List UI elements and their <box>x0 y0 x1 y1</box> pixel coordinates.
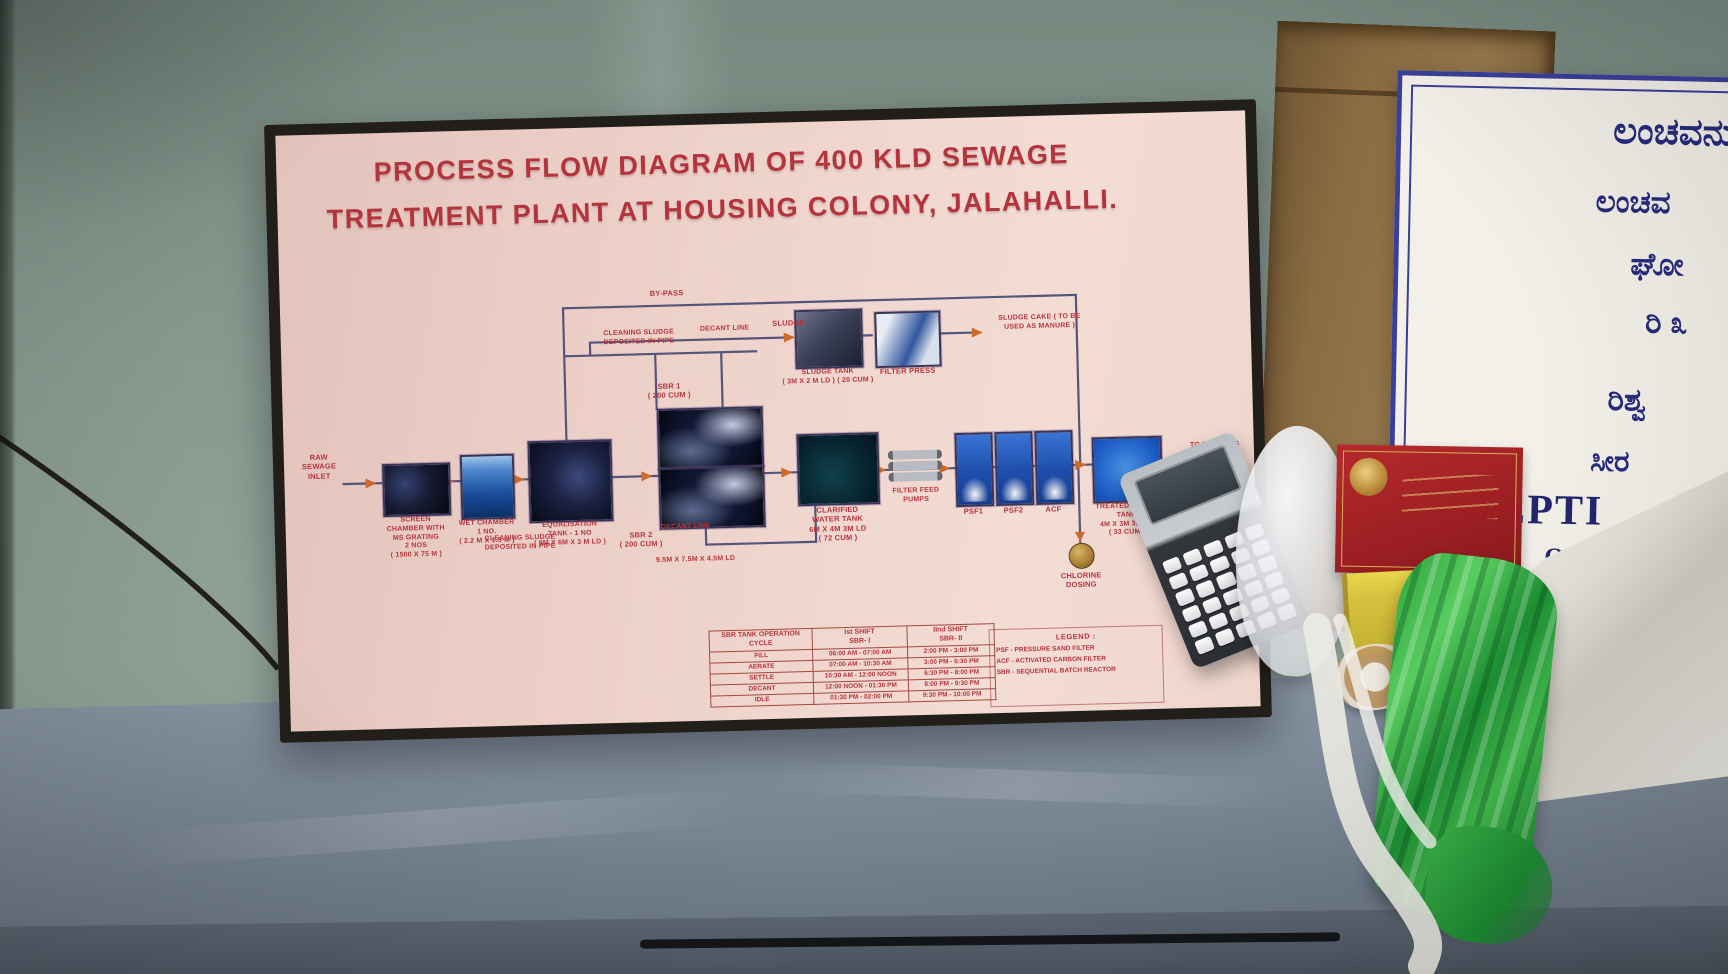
table-cell: 9:30 PM - 10:00 PM <box>908 688 996 703</box>
legend-item: PSF - PRESSURE SAND FILTER <box>995 644 1095 655</box>
chlorine-dosing-label: CHLORINE DOSING <box>1060 570 1102 590</box>
table-cell: 01:30 PM - 02:00 PM <box>813 690 909 705</box>
inlet-label: RAW SEWAGE INLET <box>301 452 337 481</box>
sludge-tank-label: SLUDGE TANK ( 3M X 2 M LD ) ( 20 CUM ) <box>782 367 874 386</box>
wall-left-shadow <box>0 0 16 745</box>
sbr-operation-table: SBR TANK OPERATION CYCLE Ist SHIFT SBR- … <box>708 623 996 708</box>
calculator-key <box>1168 571 1190 591</box>
psf1-photo <box>954 432 995 508</box>
calculator-key <box>1195 579 1217 599</box>
pump-symbol <box>887 449 943 460</box>
legend-box: LEGEND : PSF - PRESSURE SAND FILTER ACF … <box>988 624 1165 708</box>
clarified-tank-label: CLARIFIED WATER TANK 6M X 4M 3M LD ( 72 … <box>809 504 867 543</box>
bypass-label: BY-PASS <box>649 288 684 299</box>
legend-item: SBR - SEQUENTIAL BATCH REACTOR <box>996 665 1116 677</box>
sign-text-line: ಲಂಚವ <box>1595 183 1672 221</box>
equalisation-tank-photo <box>527 439 614 524</box>
calculator-key <box>1194 635 1216 655</box>
psf1-label: PSF1 <box>963 506 984 516</box>
calculator-key <box>1187 619 1209 639</box>
psf2-photo <box>994 431 1035 507</box>
pump-symbol <box>888 471 943 482</box>
cleaning-sludge-bottom-label: CLEANING SLUDGE DEPOSITED IN PIPE <box>484 533 556 552</box>
sbr1-photo <box>656 406 765 470</box>
sludge-cake-label: SLUDGE CAKE ( TO BE USED AS MANURE ) <box>998 312 1081 331</box>
calculator-key <box>1202 539 1224 558</box>
screen-chamber-photo <box>381 462 452 518</box>
power-cable <box>0 434 281 671</box>
sign-text-line: ರಿ ೩ <box>1644 304 1688 341</box>
filter-press-label: FILTER PRESS <box>879 365 936 377</box>
calculator-key <box>1214 627 1236 647</box>
gold-emblem-icon <box>1349 457 1388 497</box>
decant-line-top-label: DECANT LINE <box>699 324 750 333</box>
calculator-key <box>1201 595 1223 615</box>
sign-text-line: ಘೋ <box>1630 246 1685 283</box>
calculator-key <box>1181 603 1203 623</box>
table-cell: IDLE <box>710 693 814 708</box>
sbr1-label: SBR 1 ( 200 CUM ) <box>647 381 691 401</box>
decant-line-bottom-label: DECANT LINE <box>661 522 711 531</box>
pump-symbol <box>888 460 943 471</box>
calculator-key <box>1215 571 1237 590</box>
calculator-key <box>1208 611 1230 631</box>
calculator-key <box>1182 547 1204 567</box>
sign-text-line: ಲಂಚವನು <box>1612 109 1728 154</box>
sign-text-line: ಸೀರ <box>1589 445 1630 479</box>
sign-text-line: ರಿಶ್ವ <box>1607 381 1647 418</box>
cleaning-sludge-top-label: CLEANING SLUDGE DEPOSITED IN PIPE <box>603 328 675 347</box>
sludge-label: SLUDGE <box>772 318 805 328</box>
calculator-key <box>1161 555 1183 575</box>
sbr2-label: SBR 2 ( 200 CUM ) <box>619 530 663 550</box>
board-surface: PROCESS FLOW DIAGRAM OF 400 KLD SEWAGE T… <box>275 110 1261 732</box>
acf-label: ACF <box>1045 504 1062 514</box>
wet-chamber-photo <box>459 453 516 521</box>
clarified-water-tank-photo <box>796 432 881 507</box>
white-ribbon <box>1303 613 1443 974</box>
calculator-key <box>1209 555 1231 574</box>
calculator-key <box>1174 587 1196 607</box>
table-header-cell: SBR TANK OPERATION CYCLE <box>708 628 813 652</box>
legend-item: ACF - ACTIVATED CARBON FILTER <box>996 655 1106 666</box>
sbr2-photo <box>658 465 766 530</box>
filter-feed-pumps-label: FILTER FEED PUMPS <box>892 486 940 504</box>
gold-script-decoration <box>1401 473 1499 520</box>
calculator-key <box>1188 563 1210 583</box>
acf-photo <box>1034 430 1075 506</box>
legend-title: LEGEND : <box>1055 631 1096 642</box>
filter-feed-pumps-symbol <box>887 449 943 483</box>
filter-press-photo <box>874 310 942 369</box>
process-flow-board: PROCESS FLOW DIAGRAM OF 400 KLD SEWAGE T… <box>264 99 1272 743</box>
table-header-cell: IInd SHIFT SBR- II <box>906 623 995 647</box>
table-header-cell: Ist SHIFT SBR- I <box>811 625 908 649</box>
psf2-label: PSF2 <box>1003 505 1024 515</box>
